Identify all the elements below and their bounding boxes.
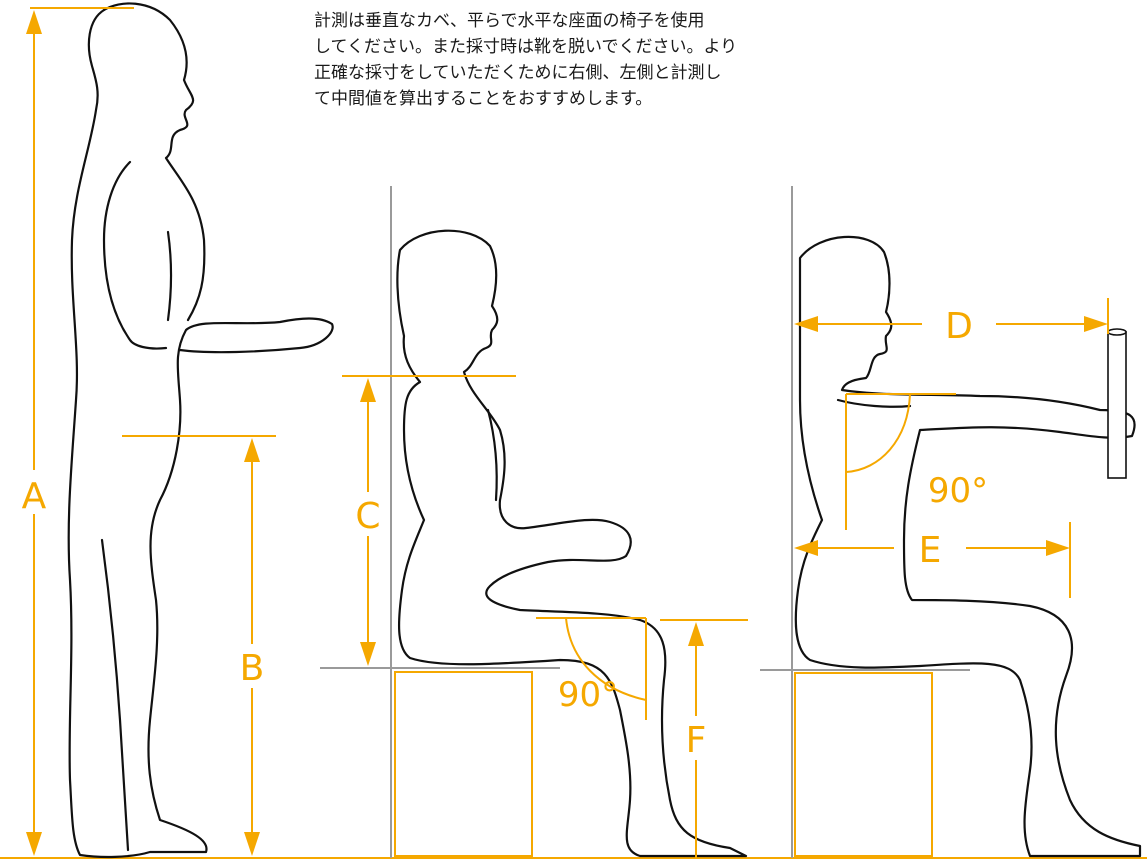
dimension-f: F xyxy=(660,619,748,858)
seated-figure-1 xyxy=(320,186,748,858)
instruction-line-4: て中間値を算出することをおすすめします。 xyxy=(314,89,653,109)
label-f: F xyxy=(686,720,707,761)
instruction-line-1: 計測は垂直なカベ、平らで水平な座面の椅子を使用 xyxy=(314,11,705,31)
instruction-line-2: してください。また採寸時は靴を脱いでください。より xyxy=(314,37,738,57)
knee-angle: 90° xyxy=(536,617,647,720)
dimension-f-arrow-up xyxy=(688,622,704,646)
dimension-d-arrow-left xyxy=(794,316,818,332)
grip-bar-top xyxy=(1107,328,1127,336)
label-e: E xyxy=(919,530,942,571)
dimension-a-arrow-down xyxy=(26,832,42,856)
dimension-e: E xyxy=(794,522,1071,598)
knee-angle-label: 90° xyxy=(558,675,618,715)
standing-figure xyxy=(67,2,334,859)
label-c: C xyxy=(355,496,380,537)
seated-figure-2 xyxy=(760,186,1142,858)
shoulder-angle-arc xyxy=(845,393,911,473)
label-b: B xyxy=(240,648,265,689)
label-d: D xyxy=(945,306,973,347)
dimension-f-label-bg xyxy=(680,716,714,760)
dimension-b-label-bg xyxy=(236,644,270,688)
dimension-d-arrow-right xyxy=(1084,316,1108,332)
dimension-c-label-bg xyxy=(352,492,386,536)
dimension-c-arrow-up xyxy=(360,378,376,402)
instruction-line-3: 正確な採寸をしていただくために右側、左側と計測し xyxy=(314,63,722,83)
dimension-d: D xyxy=(794,298,1109,347)
knee-angle-arc xyxy=(565,617,647,701)
dimension-b-arrow-up xyxy=(244,438,260,462)
shoulder-angle-label: 90° xyxy=(928,471,988,511)
chair-1 xyxy=(394,671,533,857)
dimension-b: B xyxy=(122,435,276,856)
dimension-c-arrow-down xyxy=(360,642,376,666)
label-a: A xyxy=(22,476,47,517)
dimension-a-arrow-up xyxy=(26,10,42,34)
dimension-c: C xyxy=(342,375,516,666)
dimension-e-arrow-right xyxy=(1046,540,1070,556)
dimension-a-label-bg xyxy=(16,470,52,514)
grip-bar xyxy=(1107,328,1127,479)
dimension-a: A xyxy=(16,7,134,856)
dimension-b-arrow-down xyxy=(244,832,260,856)
instruction-text: 計測は垂直なカベ、平らで水平な座面の椅子を使用 してください。また採寸時は靴を脱… xyxy=(314,8,854,112)
grip-bar-body xyxy=(1107,331,1127,479)
shoulder-angle: 90° xyxy=(845,393,988,530)
dimension-e-arrow-left xyxy=(794,540,818,556)
chair-2 xyxy=(794,672,933,857)
